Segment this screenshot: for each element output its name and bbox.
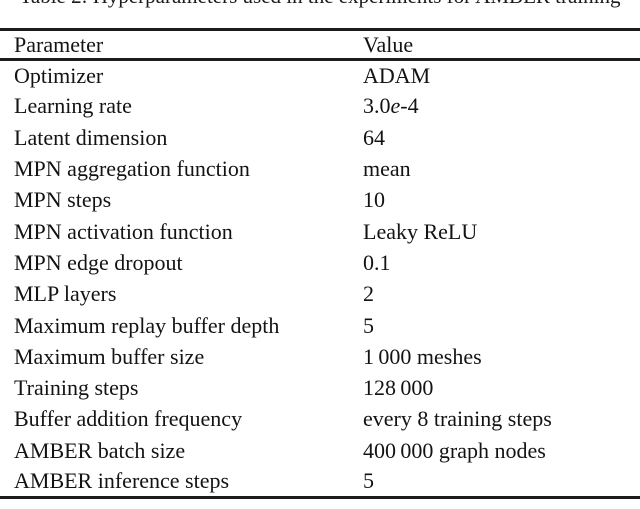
table-row: MPN activation function Leaky ReLU — [0, 216, 640, 247]
value-cell: 3.0e-4 — [363, 91, 640, 122]
table-caption-clipped: Table 2: Hyperparameters used in the exp… — [0, 0, 640, 9]
value-cell: 64 — [363, 124, 385, 150]
param-cell: Latent dimension — [14, 124, 168, 150]
value-cell: Leaky ReLU — [363, 218, 478, 244]
table-row: Latent dimension 64 — [0, 122, 640, 153]
param-cell: Buffer addition frequency — [14, 406, 243, 432]
param-cell: Maximum replay buffer depth — [14, 312, 280, 338]
param-cell: Maximum buffer size — [14, 343, 205, 369]
table-row: AMBER inference steps 5 — [0, 466, 640, 497]
value-cell: 128 000 — [363, 375, 434, 401]
param-cell: Learning rate — [14, 93, 132, 119]
table-row: MPN aggregation function mean — [0, 153, 640, 184]
value-number: 3.0 — [363, 93, 391, 119]
value-cell: every 8 training steps — [363, 406, 552, 432]
param-cell: Training steps — [14, 375, 139, 401]
table-row: MPN steps 10 — [0, 185, 640, 216]
hyperparameters-table: Parameter Value Optimizer ADAM Learning … — [0, 28, 640, 500]
value-e-italic: e — [390, 93, 401, 119]
table-row: Learning rate 3.0e-4 — [0, 91, 640, 122]
header-value: Value — [363, 31, 414, 57]
table-row: Buffer addition frequency every 8 traini… — [0, 404, 640, 435]
param-cell: Optimizer — [14, 62, 104, 88]
table-row: MPN edge dropout 0.1 — [0, 247, 640, 278]
value-exponent: -4 — [400, 93, 419, 119]
value-cell: 400 000 graph nodes — [363, 437, 546, 463]
header-parameter: Parameter — [14, 31, 104, 57]
table-row: Optimizer ADAM — [0, 60, 640, 91]
param-cell: MPN activation function — [14, 218, 233, 244]
value-cell: 0.1 — [363, 249, 391, 275]
value-cell: 10 — [363, 187, 385, 213]
param-cell: AMBER batch size — [14, 437, 186, 463]
table-row: Maximum replay buffer depth 5 — [0, 310, 640, 341]
value-cell: mean — [363, 156, 411, 182]
param-cell: MPN edge dropout — [14, 249, 183, 275]
value-cell: ADAM — [363, 62, 431, 88]
table-header-row: Parameter Value — [0, 30, 640, 60]
value-cell: 2 — [363, 281, 374, 307]
table-caption-text: Table 2: Hyperparameters used in the exp… — [0, 0, 640, 9]
table-row: Training steps 128 000 — [0, 372, 640, 403]
param-cell: MPN aggregation function — [14, 156, 250, 182]
table-row: MLP layers 2 — [0, 279, 640, 310]
value-cell: 5 — [363, 468, 374, 494]
table-row: Maximum buffer size 1 000 meshes — [0, 341, 640, 372]
param-cell: MLP layers — [14, 281, 117, 307]
value-cell: 1 000 meshes — [363, 343, 482, 369]
table-row: AMBER batch size 400 000 graph nodes — [0, 435, 640, 466]
param-cell: MPN steps — [14, 187, 112, 213]
value-cell: 5 — [363, 312, 374, 338]
param-cell: AMBER inference steps — [14, 468, 230, 494]
